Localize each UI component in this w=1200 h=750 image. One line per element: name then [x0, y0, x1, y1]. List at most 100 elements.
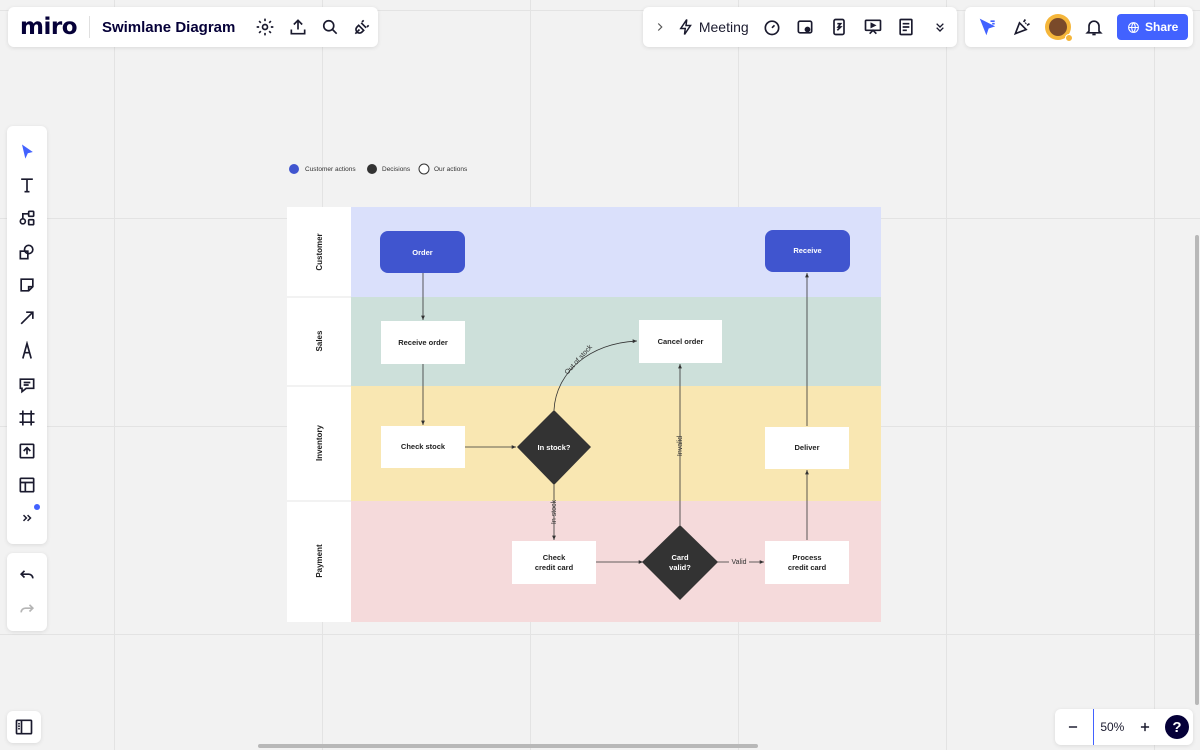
chevron-right-icon	[657, 23, 663, 31]
node-process-card-label-2: credit card	[788, 563, 827, 572]
undo-button[interactable]	[10, 558, 44, 592]
gear-icon	[257, 18, 274, 36]
comment-tool[interactable]	[10, 368, 44, 401]
plus-icon	[1140, 722, 1149, 732]
edge-label-in-stock: In stock	[551, 499, 558, 524]
text-tool[interactable]	[10, 168, 44, 201]
connection-line-tool[interactable]	[10, 301, 44, 334]
zoom-out-button[interactable]	[1059, 710, 1087, 744]
node-check-credit-card[interactable]: Check credit card	[512, 541, 596, 584]
zoom-in-button[interactable]	[1131, 710, 1159, 744]
lane-label-payment: Payment	[315, 544, 324, 578]
board-title[interactable]: Swimlane Diagram	[101, 18, 236, 36]
video-button[interactable]	[788, 10, 822, 44]
export-button[interactable]	[282, 10, 314, 44]
node-card-valid-label-2: valid?	[669, 563, 691, 572]
apps-button[interactable]	[346, 10, 378, 44]
diagramming-tool[interactable]	[10, 202, 44, 235]
avatar-face	[1049, 18, 1067, 36]
board-panel-toggle[interactable]	[7, 711, 41, 743]
legend-our-actions-label: Our actions	[434, 166, 468, 173]
zoom-level[interactable]: 50%	[1093, 709, 1124, 745]
node-order[interactable]: Order	[380, 231, 465, 273]
meeting-label: Meeting	[698, 19, 749, 35]
reactions-button[interactable]	[1005, 10, 1039, 44]
legend-decisions-swatch	[367, 164, 377, 174]
settings-button[interactable]	[249, 10, 281, 44]
legend-our-actions-swatch	[418, 163, 430, 175]
divider	[89, 16, 90, 38]
present-button[interactable]	[856, 10, 890, 44]
node-card-valid-decision[interactable]: Card valid?	[642, 525, 718, 600]
pen-tool[interactable]	[10, 335, 44, 368]
node-in-stock-label: In stock?	[538, 443, 571, 452]
edge-in-stock-to-cancel-order[interactable]	[553, 339, 638, 411]
more-tools-button[interactable]	[923, 10, 957, 44]
node-deliver-label: Deliver	[794, 443, 819, 452]
top-left-panel: miro Swimlane Diagram	[8, 7, 378, 47]
user-avatar[interactable]	[1045, 14, 1073, 42]
node-deliver[interactable]: Deliver	[765, 427, 849, 469]
vertical-scrollbar[interactable]	[1195, 235, 1199, 705]
diagram-icon	[19, 210, 35, 226]
expand-toolbar-button[interactable]	[649, 10, 671, 44]
voting-icon	[833, 18, 845, 36]
search-button[interactable]	[314, 10, 346, 44]
node-check-card-label-1: Check	[543, 553, 566, 562]
notifications-button[interactable]	[1077, 10, 1111, 44]
minus-icon	[1068, 726, 1078, 728]
globe-icon	[1128, 21, 1139, 33]
comment-icon	[19, 378, 35, 394]
node-check-card-label-2: credit card	[535, 563, 574, 572]
arrow-line-icon	[20, 311, 34, 325]
node-card-valid-label-1: Card	[671, 553, 689, 562]
upload-tool[interactable]	[10, 435, 44, 468]
double-chevron-down-icon	[936, 23, 944, 32]
collaboration-toolbar: Meeting	[643, 7, 957, 47]
sticky-note-tool[interactable]	[10, 268, 44, 301]
node-cancel-order-label: Cancel order	[658, 337, 704, 346]
node-receive-order[interactable]: Receive order	[381, 321, 465, 364]
timer-button[interactable]	[755, 10, 789, 44]
node-in-stock-decision[interactable]: In stock?	[517, 410, 591, 485]
voting-button[interactable]	[822, 10, 856, 44]
legend-customer-swatch	[289, 164, 299, 174]
video-note-icon	[797, 20, 813, 34]
edge-label-valid: Valid	[731, 559, 746, 566]
follow-cursor-button[interactable]	[971, 10, 1005, 44]
more-apps-button[interactable]	[10, 501, 44, 534]
lane-label-inventory: Inventory	[315, 424, 324, 461]
shapes-tool[interactable]	[10, 235, 44, 268]
help-button[interactable]: ?	[1164, 715, 1189, 739]
lane-label-sales: Sales	[315, 330, 324, 351]
node-receive[interactable]: Receive	[765, 230, 850, 272]
node-process-credit-card[interactable]: Process credit card	[765, 541, 849, 584]
node-receive-order-label: Receive order	[398, 338, 448, 347]
shapes-icon	[19, 244, 34, 260]
redo-icon	[20, 604, 35, 613]
node-check-stock-label: Check stock	[401, 442, 446, 451]
undo-icon	[19, 570, 34, 579]
miro-logo[interactable]: miro	[20, 14, 78, 40]
connectors	[421, 273, 809, 564]
templates-tool[interactable]	[10, 468, 44, 501]
notes-button[interactable]	[890, 10, 924, 44]
history-panel	[7, 553, 47, 631]
bell-icon	[1085, 20, 1103, 36]
legend-decisions-label: Decisions	[382, 166, 411, 173]
upload-icon	[290, 19, 306, 35]
select-tool[interactable]	[10, 135, 44, 168]
text-icon	[21, 178, 33, 193]
node-order-label: Order	[412, 248, 433, 257]
lane-label-customer: Customer	[315, 233, 324, 270]
plug-icon	[354, 19, 370, 35]
node-cancel-order[interactable]: Cancel order	[639, 320, 722, 363]
share-button[interactable]: Share	[1117, 14, 1189, 40]
redo-button[interactable]	[10, 592, 44, 626]
meeting-button[interactable]: Meeting	[671, 10, 755, 44]
frame-tool[interactable]	[10, 401, 44, 434]
legend: Customer actions Decisions Our actions	[289, 163, 468, 175]
node-check-stock[interactable]: Check stock	[381, 426, 465, 468]
horizontal-scrollbar[interactable]	[258, 744, 758, 748]
